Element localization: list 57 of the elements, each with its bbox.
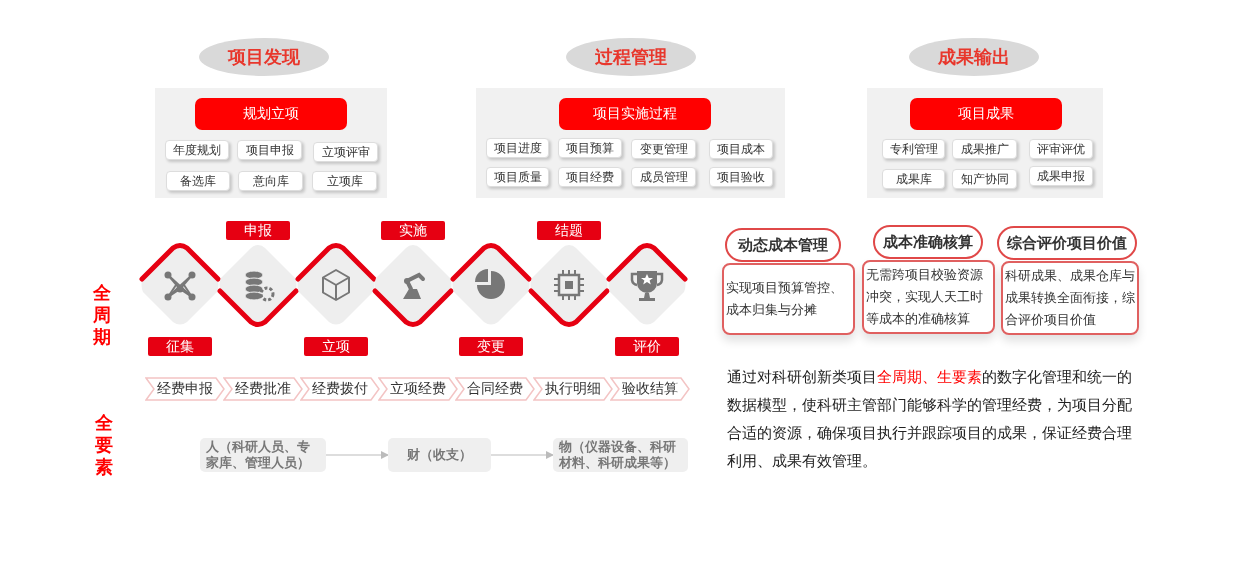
- module-tag: 成员管理: [631, 167, 696, 187]
- stage-tag: 征集: [148, 337, 212, 356]
- category-header-box: 规划立项: [195, 98, 347, 130]
- stage-tag: 申报: [226, 221, 290, 240]
- element-box: 物（仪器设备、科研材料、科研成果等）: [553, 438, 688, 472]
- stage-tag: 变更: [459, 337, 523, 356]
- stage-tag: 评价: [615, 337, 679, 356]
- section-panel: [476, 88, 785, 198]
- feature-description-box: 无需跨项目校验资源冲突，实现人天工时等成本的准确核算: [862, 260, 995, 334]
- feature-title-pill: 动态成本管理: [725, 228, 841, 262]
- category-header-box: 项目成果: [910, 98, 1062, 130]
- section-heading-ellipse: 过程管理: [566, 38, 696, 76]
- section-panel: [155, 88, 387, 198]
- category-header-box: 项目实施过程: [559, 98, 711, 130]
- module-tag: 项目经费: [558, 167, 622, 187]
- module-tag: 成果申报: [1029, 166, 1093, 186]
- process-step: 经费申报: [145, 377, 225, 401]
- module-tag: 项目进度: [486, 138, 549, 158]
- description-paragraph: 通过对科研创新类项目全周期、生要素的数字化管理和统一的数据模型，使科研主管部门能够科学的管理经费，为项目分配合适的资源，确保项目执行并跟踪项目的成果，保证经费合理利用、成果有效管理。: [727, 367, 1133, 471]
- feature-title-pill: 成本准确核算: [873, 225, 983, 259]
- process-step: 执行明细: [532, 377, 613, 401]
- process-step: 合同经费: [455, 377, 535, 401]
- stage-tag: 立项: [304, 337, 368, 356]
- section-heading-ellipse: 成果输出: [909, 38, 1039, 76]
- process-step: 立项经费: [377, 377, 458, 401]
- module-tag: 项目申报: [237, 140, 302, 160]
- feature-description-box: 实现项目预算管控、成本归集与分摊: [722, 263, 855, 335]
- element-box: 人（科研人员、专家库、管理人员）: [200, 438, 326, 472]
- process-step: 经费批准: [222, 377, 303, 401]
- module-tag: 年度规划: [165, 140, 229, 160]
- stage-tag: 结题: [537, 221, 601, 240]
- section-panel: [867, 88, 1103, 198]
- module-tag: 成果推广: [952, 139, 1017, 159]
- module-tag: 项目成本: [709, 139, 773, 159]
- stage-tag: 实施: [381, 221, 445, 240]
- feature-description-box: 科研成果、成果仓库与成果转换全面衔接，综合评价项目价值: [1001, 261, 1139, 335]
- side-heading: 全周期: [92, 282, 112, 348]
- process-step: 验收结算: [610, 377, 690, 401]
- module-tag: 意向库: [238, 171, 303, 191]
- module-tag: 立项库: [312, 171, 377, 191]
- module-tag: 项目验收: [709, 167, 773, 187]
- process-step: 经费拨付: [300, 377, 380, 401]
- module-tag: 项目质量: [486, 167, 549, 187]
- module-tag: 备选库: [166, 171, 230, 191]
- feature-title-pill: 综合评价项目价值: [997, 226, 1137, 260]
- module-tag: 项目预算: [558, 138, 622, 158]
- section-heading-ellipse: 项目发现: [199, 38, 329, 76]
- module-tag: 专利管理: [882, 139, 945, 159]
- module-tag: 立项评审: [313, 142, 378, 162]
- module-tag: 知产协同: [952, 169, 1017, 189]
- element-box: 财（收支）: [388, 438, 491, 472]
- module-tag: 成果库: [882, 169, 945, 189]
- module-tag: 变更管理: [631, 139, 696, 159]
- module-tag: 评审评优: [1029, 139, 1093, 159]
- arrow: [325, 451, 389, 459]
- side-heading: 全要素: [94, 412, 114, 478]
- arrow: [490, 451, 554, 459]
